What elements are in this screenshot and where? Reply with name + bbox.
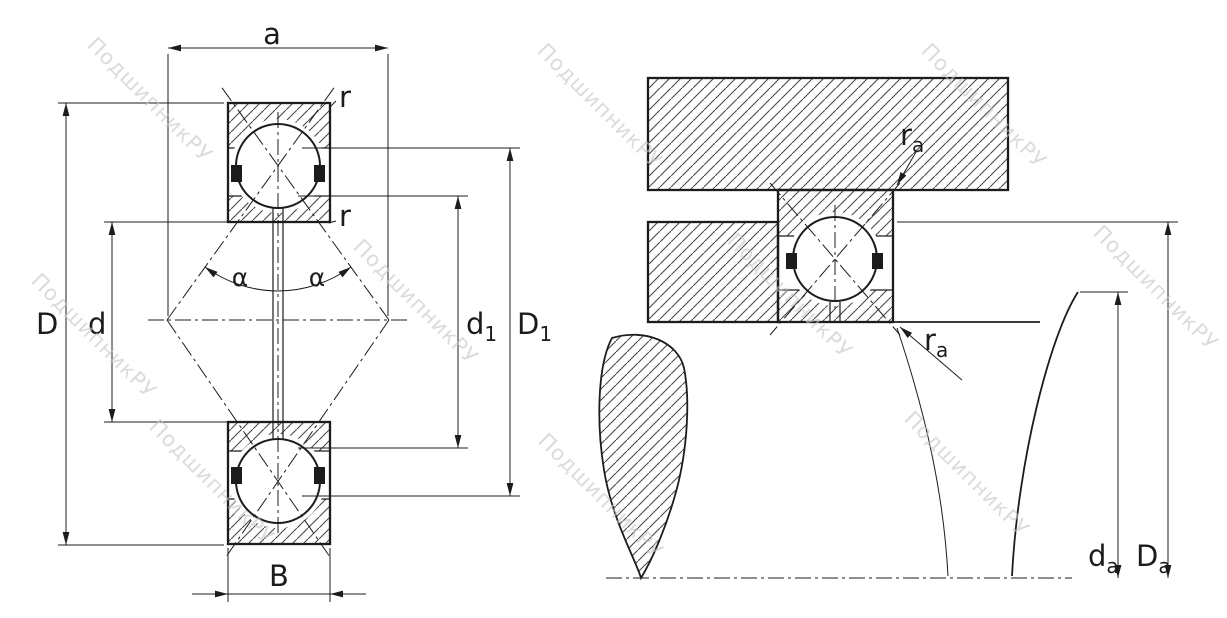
right-view-mounting: ra ra da Da <box>598 76 1178 581</box>
label-Da: Da <box>1136 539 1171 578</box>
contact-mark <box>872 253 883 269</box>
contact-mark <box>786 253 797 269</box>
watermark-text: ПодшипникРУ <box>1088 221 1223 356</box>
label-ra-shaft: ra <box>924 323 948 362</box>
label-r-inner: r <box>339 199 351 233</box>
dimension-ra-shaft: ra <box>899 323 963 381</box>
label-alpha-right: α <box>309 263 325 292</box>
centerlines-left-view <box>148 84 408 558</box>
contact-line <box>219 84 390 321</box>
label-ra-housing: ra <box>900 118 924 157</box>
dimension-ra-housing: ra <box>896 118 924 186</box>
label-alpha-left: α <box>232 263 248 292</box>
contact-line <box>225 319 390 558</box>
dimension-a: a <box>167 17 389 316</box>
contact-mark <box>314 467 325 484</box>
housing-section <box>646 76 1010 192</box>
contact-line <box>166 84 337 321</box>
label-D: D <box>36 307 58 341</box>
label-d1: d1 <box>466 307 497 346</box>
dimension-da: da <box>1080 291 1128 578</box>
contact-mark <box>231 467 242 484</box>
label-da: da <box>1088 539 1119 578</box>
dimension-d: d <box>88 221 268 423</box>
shaft-shoulder-section <box>646 220 780 324</box>
contact-angle-arcs <box>204 266 352 292</box>
shaft-revolved-section <box>598 333 689 581</box>
contact-line <box>166 319 331 558</box>
label-B: B <box>269 559 289 593</box>
contact-mark <box>314 165 325 182</box>
watermark-text: ПодшипникРУ <box>532 39 667 174</box>
label-a: a <box>263 17 281 51</box>
bearing-top-section <box>226 101 332 224</box>
left-view-bearing-section: a D d d1 <box>36 17 552 602</box>
contact-line <box>769 182 901 336</box>
shaft-contours <box>893 291 1079 577</box>
contact-line <box>769 182 901 336</box>
watermark-text: ПодшипникРУ <box>899 407 1034 542</box>
watermark-text: ПодшипникРУ <box>82 33 217 168</box>
shaft-flank-contour <box>896 327 949 577</box>
contact-mark <box>231 165 242 182</box>
shaft-end-contour <box>1011 291 1079 577</box>
bearing-mounted-section <box>769 182 901 336</box>
dimension-Da: Da <box>897 221 1178 578</box>
label-D1: D1 <box>517 307 552 346</box>
dimension-D: D <box>36 102 224 546</box>
label-r-outer: r <box>339 80 351 114</box>
dimension-D1: D1 <box>302 147 552 497</box>
dimension-d1: d1 <box>298 195 497 449</box>
radius-labels: r r <box>328 80 351 233</box>
label-d: d <box>88 307 106 341</box>
dimension-B: B <box>192 548 366 602</box>
